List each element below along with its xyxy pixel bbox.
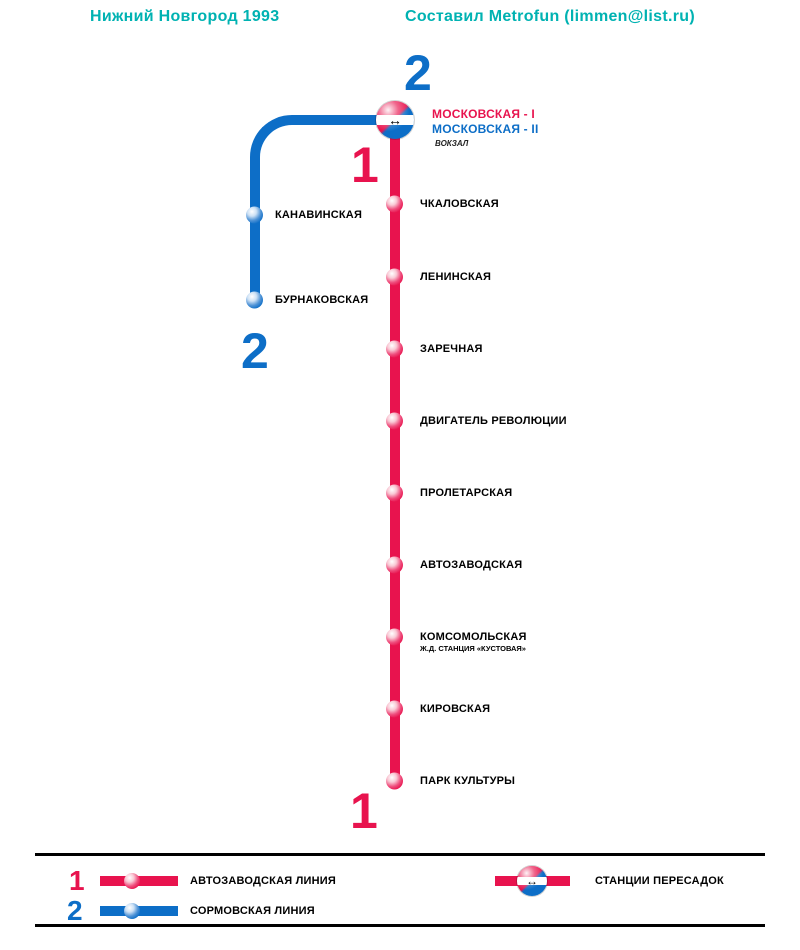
station-note: Ж.Д. СТАНЦИЯ «КУСТОВАЯ»: [420, 644, 526, 653]
station-label: АВТОЗАВОДСКАЯ: [420, 559, 523, 571]
station-dot: [246, 206, 263, 224]
station-label-moskovskaya-2: МОСКОВСКАЯ - II: [432, 122, 539, 136]
line2-badge-top: 2: [404, 45, 432, 101]
line1-badge-top: 1: [351, 137, 379, 193]
legend-transfer-icon: ↔: [517, 866, 547, 896]
station-label: БУРНАКОВСКАЯ: [275, 294, 369, 306]
station-label: КИРОВСКАЯ: [420, 703, 491, 715]
credit-line: Составил Metrofun (limmen@list.ru): [405, 8, 695, 25]
station-dot: [386, 700, 403, 718]
legend-rule-bottom: [35, 924, 765, 927]
station-label: ЧКАЛОВСКАЯ: [420, 198, 499, 210]
station-label: ПРОЛЕТАРСКАЯ: [420, 487, 513, 499]
station-label: ДВИГАТЕЛЬ РЕВОЛЮЦИИ: [420, 415, 567, 427]
station-label: ЗАРЕЧНАЯ: [420, 343, 483, 355]
station-dot: [386, 268, 403, 286]
legend-line2-dot: [124, 903, 140, 919]
line1-badge-bottom: 1: [350, 783, 378, 839]
station-label: КАНАВИНСКАЯ: [275, 209, 363, 221]
station-label-moskovskaya-1: МОСКОВСКАЯ - I: [432, 107, 535, 121]
station-dot: [246, 291, 263, 309]
legend-line1-label: АВТОЗАВОДСКАЯ ЛИНИЯ: [190, 875, 336, 887]
legend-transfer-label: СТАНЦИИ ПЕРЕСАДОК: [595, 875, 724, 887]
station-label: ПАРК КУЛЬТУРЫ: [420, 775, 516, 787]
station-dot: [386, 556, 403, 574]
station-note-vokzal: ВОКЗАЛ: [435, 139, 469, 148]
station-dot: [386, 340, 403, 358]
legend-line2-number: 2: [67, 895, 83, 926]
line2-badge-bottom: 2: [241, 323, 269, 379]
legend-line2-label: СОРМОВСКАЯ ЛИНИЯ: [190, 905, 315, 917]
station-dot: [386, 484, 403, 502]
transfer-band: ↔: [376, 112, 414, 128]
station-label: КОМСОМОЛЬСКАЯ: [420, 631, 527, 643]
station-label: ЛЕНИНСКАЯ: [420, 271, 492, 283]
line1-path: [390, 120, 400, 781]
transfer-arrow-icon: ↔: [526, 874, 538, 888]
station-dot: [386, 195, 403, 213]
transfer-band: ↔: [517, 874, 547, 888]
legend-line1-dot: [124, 873, 140, 889]
legend-rule-top: [35, 853, 765, 856]
page-title: Нижний Новгород 1993: [90, 8, 280, 25]
station-dot: [386, 772, 403, 790]
transfer-arrow-icon: ↔: [388, 112, 402, 128]
station-dot: [386, 628, 403, 646]
legend-line1-number: 1: [69, 865, 85, 896]
station-dot: [386, 412, 403, 430]
transfer-station-icon: ↔: [376, 101, 414, 139]
